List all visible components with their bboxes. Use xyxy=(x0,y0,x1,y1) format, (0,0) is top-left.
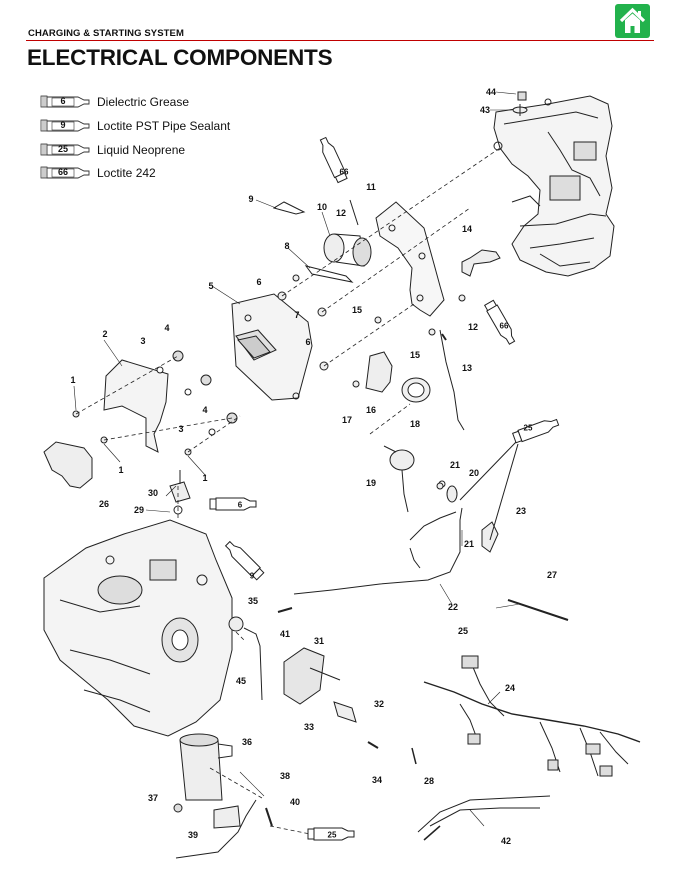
home-button[interactable] xyxy=(615,4,650,38)
callout-label: 17 xyxy=(341,415,353,425)
tube-icon xyxy=(40,119,90,132)
mounting-plate xyxy=(375,201,445,317)
ignition-coil xyxy=(383,445,415,513)
callout-label: 40 xyxy=(289,797,301,807)
legend-item-number: 25 xyxy=(57,144,68,154)
tube-ref: 66 xyxy=(499,321,509,331)
callout-label: 9 xyxy=(248,194,254,204)
callout-label: 3 xyxy=(140,336,146,346)
callout-label: 15 xyxy=(351,305,363,315)
tube-9 xyxy=(224,540,265,581)
tube-66-top xyxy=(319,136,348,184)
callout-label: 12 xyxy=(335,208,347,218)
callout-label: 4 xyxy=(164,323,170,333)
callout-label: 43 xyxy=(479,105,491,115)
legend-item-label: Dielectric Grease xyxy=(97,95,190,109)
title-divider xyxy=(26,40,654,41)
engine-block xyxy=(43,519,233,737)
callout-label: 21 xyxy=(463,539,475,549)
page-title: ELECTRICAL COMPONENTS xyxy=(27,45,333,70)
callout-label: 8 xyxy=(284,241,290,251)
callout-label: 39 xyxy=(187,830,199,840)
callout-label: 37 xyxy=(147,793,159,803)
callout-label: 6 xyxy=(256,277,262,287)
callout-label: 18 xyxy=(409,419,421,429)
callout-label: 23 xyxy=(515,506,527,516)
tube-icon xyxy=(40,166,90,179)
callout-label: 22 xyxy=(447,602,459,612)
starter-relay xyxy=(323,233,372,267)
callout-label: 3 xyxy=(178,424,184,434)
tube-25-mid xyxy=(512,418,560,444)
callout-label: 36 xyxy=(241,737,253,747)
main-harness xyxy=(423,655,641,777)
callout-label: 42 xyxy=(500,836,512,846)
tube-25-bottom xyxy=(307,827,355,841)
callout-label: 21 xyxy=(449,460,461,470)
callout-label: 44 xyxy=(485,87,497,97)
tube-6-mid xyxy=(209,497,257,511)
tube-ref: 66 xyxy=(339,167,349,177)
legend-item-number: 66 xyxy=(57,167,68,177)
callout-label: 26 xyxy=(98,499,110,509)
tube-ref: 25 xyxy=(523,423,533,433)
callout-label: 1 xyxy=(70,375,76,385)
callout-label: 28 xyxy=(423,776,435,786)
callout-label: 30 xyxy=(147,488,159,498)
callout-label: 12 xyxy=(467,322,479,332)
callout-label: 35 xyxy=(247,596,259,606)
starter-motor xyxy=(179,733,233,801)
tube-66-right xyxy=(483,299,516,345)
callout-label: 6 xyxy=(305,337,311,347)
callout-label: 34 xyxy=(371,775,383,785)
callout-label: 20 xyxy=(468,468,480,478)
callout-label: 10 xyxy=(316,202,328,212)
callout-label: 27 xyxy=(546,570,558,580)
tube-ref: 25 xyxy=(327,830,337,840)
legend-item-label: Liquid Neoprene xyxy=(97,143,186,157)
callout-label: 13 xyxy=(461,363,473,373)
callout-label: 31 xyxy=(313,636,325,646)
callout-label: 14 xyxy=(461,224,473,234)
legend-item-label: Loctite PST Pipe Sealant xyxy=(97,119,231,133)
callout-label: 25 xyxy=(457,626,469,636)
callout-label: 1 xyxy=(118,465,124,475)
callout-label: 29 xyxy=(133,505,145,515)
tube-ref: 6 xyxy=(237,500,243,510)
callout-label: 45 xyxy=(235,676,247,686)
callout-label: 15 xyxy=(409,350,421,360)
callout-label: 38 xyxy=(279,771,291,781)
callout-label: 19 xyxy=(365,478,377,488)
callout-label: 11 xyxy=(366,182,376,192)
legend-item-number: 6 xyxy=(60,96,66,106)
legend-item-label: Loctite 242 xyxy=(97,166,156,180)
tube-icon xyxy=(40,143,90,156)
callout-label: 24 xyxy=(504,683,516,693)
callout-label: 7 xyxy=(294,310,300,320)
callout-label: 4 xyxy=(202,405,208,415)
legend-item-number: 9 xyxy=(60,120,66,130)
callout-label: 41 xyxy=(279,629,291,639)
callout-label: 2 xyxy=(102,329,108,339)
callout-label: 16 xyxy=(365,405,377,415)
callout-label: 5 xyxy=(208,281,214,291)
callout-label: 33 xyxy=(303,722,315,732)
callout-label: 32 xyxy=(373,699,385,709)
home-icon xyxy=(619,7,646,33)
tube-ref: 9 xyxy=(249,571,255,581)
ecm-module xyxy=(231,293,313,401)
callout-label: 1 xyxy=(202,473,208,483)
tube-icon xyxy=(40,95,90,108)
upper-bracket-assembly xyxy=(493,95,615,277)
section-title: CHARGING & STARTING SYSTEM xyxy=(28,28,185,39)
